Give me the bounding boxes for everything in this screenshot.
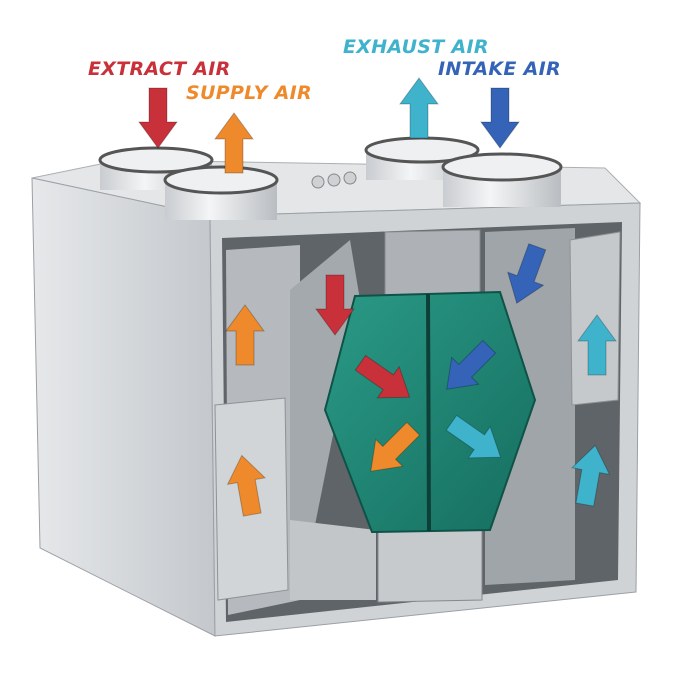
exhaust-air-arrow-icon [399, 77, 439, 139]
exhaust-duct [364, 136, 480, 180]
intake-duct [441, 152, 563, 207]
center-top-block [384, 229, 481, 301]
extract-air-arrow-icon [315, 274, 355, 336]
supply-air-arrow-icon [370, 421, 421, 472]
intake-air-arrow-icon [446, 339, 497, 390]
extract-air-label: EXTRACT AIR [88, 58, 231, 80]
extract-air-arrow-icon [138, 87, 178, 149]
supply-air-label: SUPPLY AIR [186, 82, 312, 104]
exhaust-air-arrow-icon [445, 414, 502, 459]
extract-air-arrow-icon [354, 354, 411, 399]
cable-glands [311, 171, 357, 189]
intake-air-label: INTAKE AIR [438, 58, 561, 80]
supply-duct [163, 165, 279, 220]
center-bottom-block [377, 527, 483, 603]
supply-air-arrow-icon [214, 112, 254, 174]
supply-air-arrow-icon [226, 454, 267, 517]
bottom-tray [290, 520, 376, 600]
exchanger-divider [426, 293, 431, 532]
left-divider [290, 240, 360, 600]
exhaust-air-arrow-icon [570, 444, 611, 507]
intake-air-arrow-icon [507, 243, 547, 304]
supply-air-arrow-icon [225, 304, 265, 366]
extract-duct [98, 146, 214, 190]
left-side-panel [31, 177, 216, 637]
exhaust-air-arrow-icon [577, 314, 617, 376]
intake-air-arrow-icon [480, 87, 520, 149]
exhaust-air-label: EXHAUST AIR [343, 36, 489, 58]
